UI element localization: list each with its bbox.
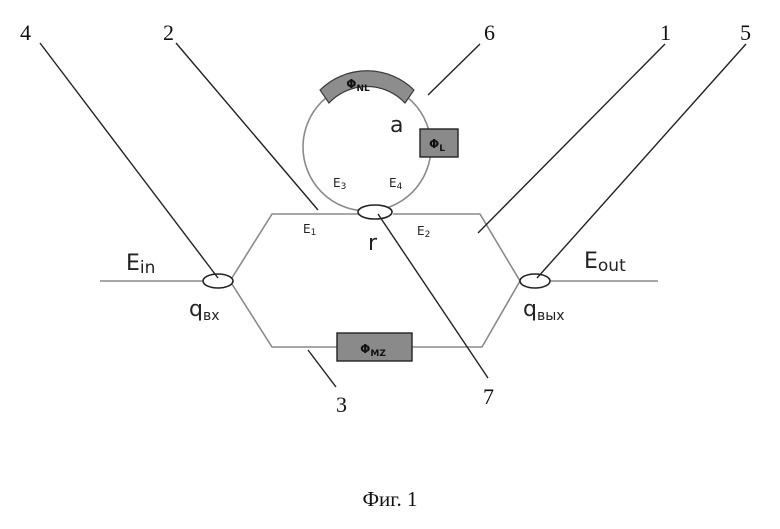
leader-6 [428, 44, 480, 95]
input-coupler [203, 274, 233, 288]
leader-4 [40, 43, 218, 278]
callout-4: 4 [20, 20, 31, 45]
leader-5 [537, 44, 746, 278]
r-coupling-label: r [368, 231, 378, 256]
ring-resonator [303, 83, 431, 211]
e2-label: E2 [417, 224, 430, 240]
lower-arm-left [230, 281, 337, 347]
e-in-label: Ein [126, 251, 155, 278]
e1-label: E1 [303, 222, 316, 238]
lower-arm-right [412, 281, 520, 347]
e4-label: E4 [389, 176, 403, 192]
leader-1 [478, 44, 665, 233]
ring-coupler [358, 205, 392, 219]
leader-3 [308, 350, 336, 387]
callout-1: 1 [660, 20, 671, 45]
callout-6: 6 [484, 20, 495, 45]
upper-arm-right [393, 214, 520, 281]
callout-2: 2 [163, 20, 174, 45]
upper-arm-left [230, 214, 360, 281]
ring-a-label: a [390, 113, 403, 138]
output-coupler [520, 274, 550, 288]
figure-caption: Фиг. 1 [362, 487, 417, 511]
e3-label: E3 [333, 176, 346, 192]
callout-7: 7 [483, 384, 494, 409]
callout-5: 5 [740, 20, 751, 45]
q-output-label: qвых [523, 297, 565, 324]
e-out-label: Eout [584, 249, 626, 276]
leader-2 [176, 43, 318, 210]
q-input-label: qвх [189, 297, 220, 324]
callout-3: 3 [336, 392, 347, 417]
